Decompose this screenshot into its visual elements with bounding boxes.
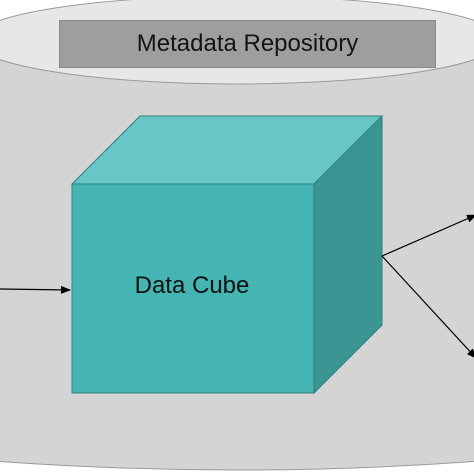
- data-cube-label: Data Cube: [134, 272, 250, 299]
- outgoing-arrow-upper: [381, 214, 474, 257]
- outgoing-arrow-lower: [381, 255, 474, 359]
- repository-title-box: Metadata Repository: [59, 20, 436, 68]
- incoming-arrow: [0, 285, 71, 294]
- repository-title: Metadata Repository: [136, 30, 359, 57]
- cube-front-face: [71, 183, 315, 394]
